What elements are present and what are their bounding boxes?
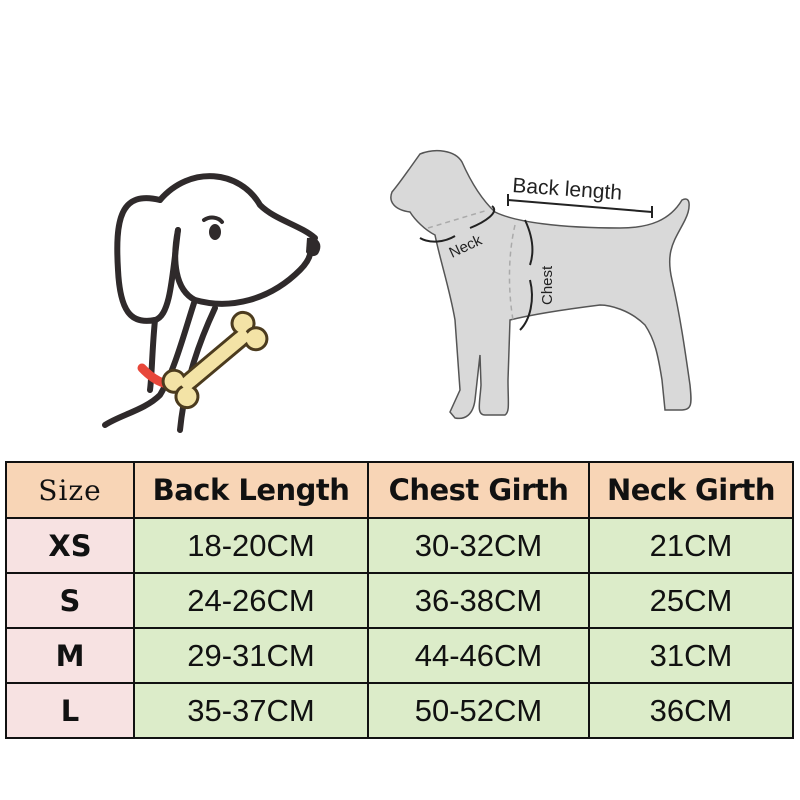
chest-girth-cell: 44-46CM (367, 627, 590, 684)
header-chest-girth: Chest Girth (367, 461, 590, 519)
back-length-cell: 18-20CM (133, 517, 369, 574)
chest-girth-cell: 50-52CM (367, 682, 590, 739)
dog-silhouette-measure-icon: Back length Neck Chest (390, 149, 692, 420)
size-cell: S (5, 572, 135, 629)
cartoon-dog-head-icon (102, 173, 321, 433)
back-length-cell: 29-31CM (133, 627, 369, 684)
table-row: XS 18-20CM 30-32CM 21CM (5, 517, 794, 574)
back-length-cell: 35-37CM (133, 682, 369, 739)
header-size: Size (5, 461, 135, 519)
chest-label: Chest (539, 265, 556, 305)
size-cell: L (5, 682, 135, 739)
back-length-label: Back length (512, 174, 623, 205)
neck-girth-cell: 25CM (588, 572, 794, 629)
chest-girth-cell: 36-38CM (367, 572, 590, 629)
table-header-row: Size Back Length Chest Girth Neck Girth (5, 461, 794, 519)
header-neck-girth: Neck Girth (588, 461, 794, 519)
header-back-length: Back Length (133, 461, 369, 519)
back-length-cell: 24-26CM (133, 572, 369, 629)
size-chart-table: Size Back Length Chest Girth Neck Girth … (5, 461, 794, 739)
neck-girth-cell: 31CM (588, 627, 794, 684)
neck-girth-cell: 36CM (588, 682, 794, 739)
size-cell: XS (5, 517, 135, 574)
chest-girth-cell: 30-32CM (367, 517, 590, 574)
table-row: L 35-37CM 50-52CM 36CM (5, 682, 794, 739)
neck-girth-cell: 21CM (588, 517, 794, 574)
table-row: S 24-26CM 36-38CM 25CM (5, 572, 794, 629)
size-cell: M (5, 627, 135, 684)
table-row: M 29-31CM 44-46CM 31CM (5, 627, 794, 684)
